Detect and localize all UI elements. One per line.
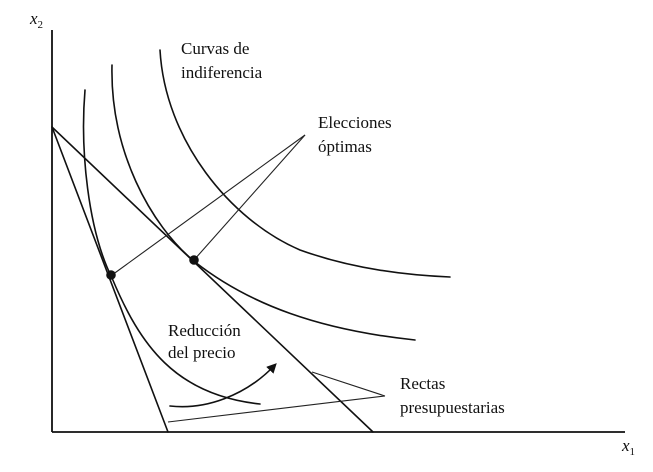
price-label-line1: Reducción bbox=[168, 321, 241, 340]
optimal-label-line1: Elecciones bbox=[318, 113, 392, 132]
optimal-leader-1 bbox=[111, 134, 306, 276]
optimal-leader-2 bbox=[193, 134, 306, 261]
indifference-curve-3 bbox=[159, 49, 451, 278]
budget-leader-1 bbox=[167, 395, 386, 423]
y-axis-label: x2 bbox=[29, 9, 43, 31]
budget-label-line2: presupuestarias bbox=[400, 398, 505, 417]
price-label-line2: del precio bbox=[168, 343, 236, 362]
optimal-point-2 bbox=[189, 255, 199, 265]
budget-label-line1: Rectas bbox=[400, 374, 445, 393]
indifference-label-line1: Curvas de bbox=[181, 39, 249, 58]
budget-line-new bbox=[51, 126, 374, 433]
budget-leader-2 bbox=[311, 371, 386, 397]
optimal-point-1 bbox=[106, 270, 116, 280]
indifference-curve-2 bbox=[111, 64, 416, 341]
indifference-label-line2: indiferencia bbox=[181, 63, 263, 82]
x-axis-label: x1 bbox=[621, 436, 635, 458]
optimal-label-line2: óptimas bbox=[318, 137, 372, 156]
price-reduction-arrow bbox=[169, 363, 277, 408]
